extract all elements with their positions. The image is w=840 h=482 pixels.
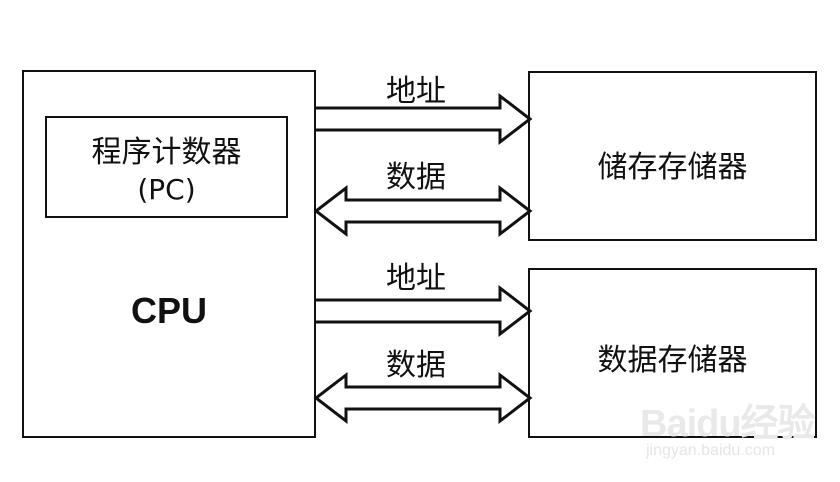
watermark-logo-text: Baidu经验: [640, 403, 816, 445]
program-counter-label: 程序计数器: [91, 135, 242, 170]
program-counter-block: [45, 116, 288, 218]
program-memory-block: [528, 71, 817, 241]
data-bus-label-top: 数据: [386, 160, 446, 195]
data-memory-label: 数据存储器: [597, 343, 748, 378]
address-bus-label-top: 地址: [386, 74, 446, 109]
program-counter-abbr: (PC): [137, 173, 196, 206]
watermark-url: jingyan.baidu.com: [646, 442, 775, 459]
baidu-watermark: Baidu经验 jingyan.baidu.com: [640, 392, 830, 472]
address-bus-arrow-top: [316, 92, 533, 146]
data-bus-label-bottom: 数据: [386, 348, 446, 383]
data-memory-block: [528, 268, 817, 438]
data-bus-arrow-top: [313, 184, 533, 238]
program-memory-label: 储存存储器: [597, 150, 748, 185]
address-bus-label-bottom: 地址: [386, 261, 446, 296]
cpu-label: CPU: [130, 290, 207, 331]
address-bus-arrow-bottom: [316, 284, 533, 338]
data-bus-arrow-bottom: [313, 371, 533, 425]
